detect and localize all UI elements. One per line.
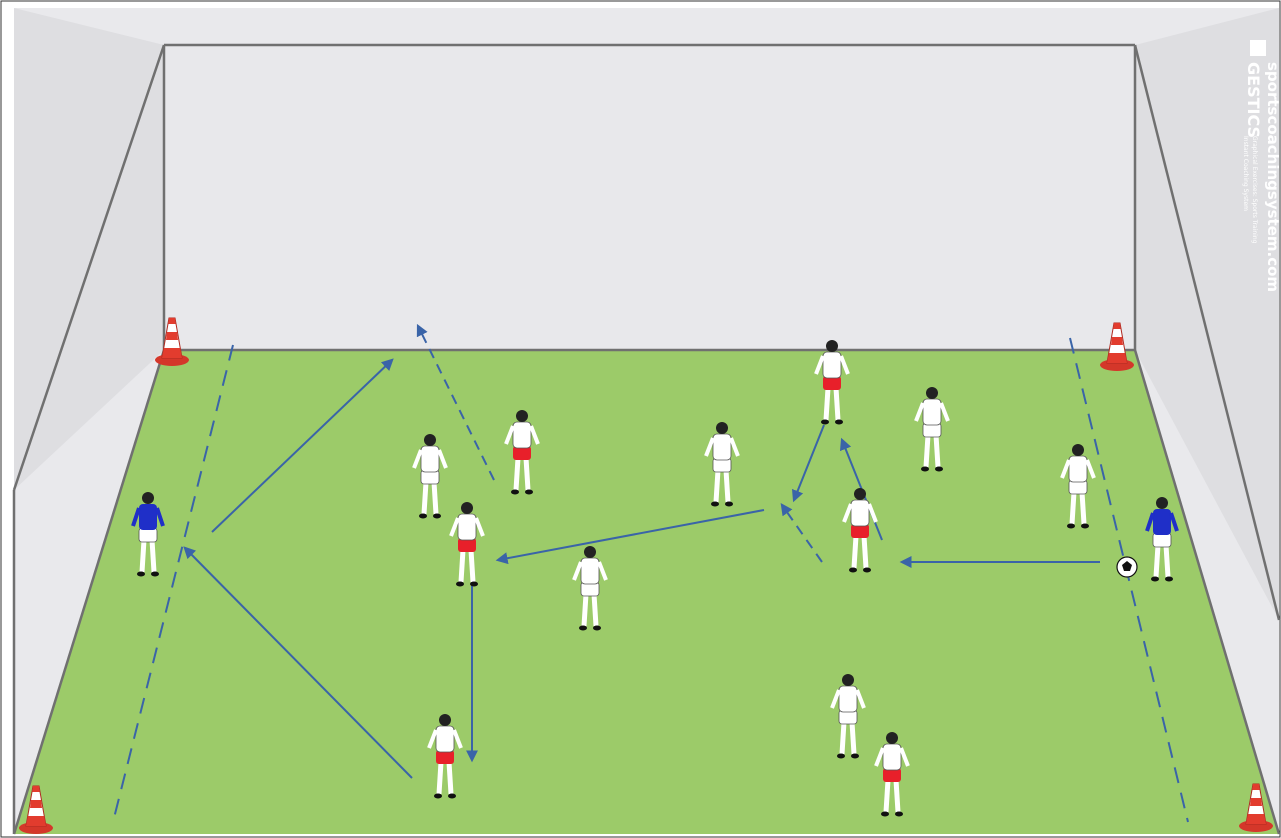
watermark-tagline-1: Graphical Exercises: Sports Training xyxy=(1251,136,1258,244)
ball-icon xyxy=(1116,556,1138,578)
watermark: sportscoachingsystem.com GESTICS Graphic… xyxy=(1242,40,1281,292)
left-wall xyxy=(14,8,164,490)
arrow-run-dashed xyxy=(780,503,823,563)
arrow-pass xyxy=(495,509,765,565)
watermark-url: sportscoachingsystem.com xyxy=(1264,62,1281,292)
arrow-run-dashed xyxy=(416,323,495,481)
run-arrows xyxy=(416,323,823,563)
right-end-zone-line xyxy=(1069,337,1189,823)
arrow-pass xyxy=(791,424,825,503)
gestics-logo-icon xyxy=(1250,40,1266,56)
back-wall xyxy=(164,45,1135,350)
pitch xyxy=(14,350,1279,834)
left-end-zone-line xyxy=(112,344,234,823)
pass-arrows xyxy=(183,358,1100,779)
room-frame xyxy=(12,43,1281,835)
watermark-brand: GESTICS xyxy=(1244,62,1263,138)
watermark-tagline-2: Instant Coaching System xyxy=(1242,136,1249,211)
arrow-pass xyxy=(183,546,413,779)
right-wall xyxy=(1135,8,1279,620)
arrow-pass xyxy=(211,358,394,533)
